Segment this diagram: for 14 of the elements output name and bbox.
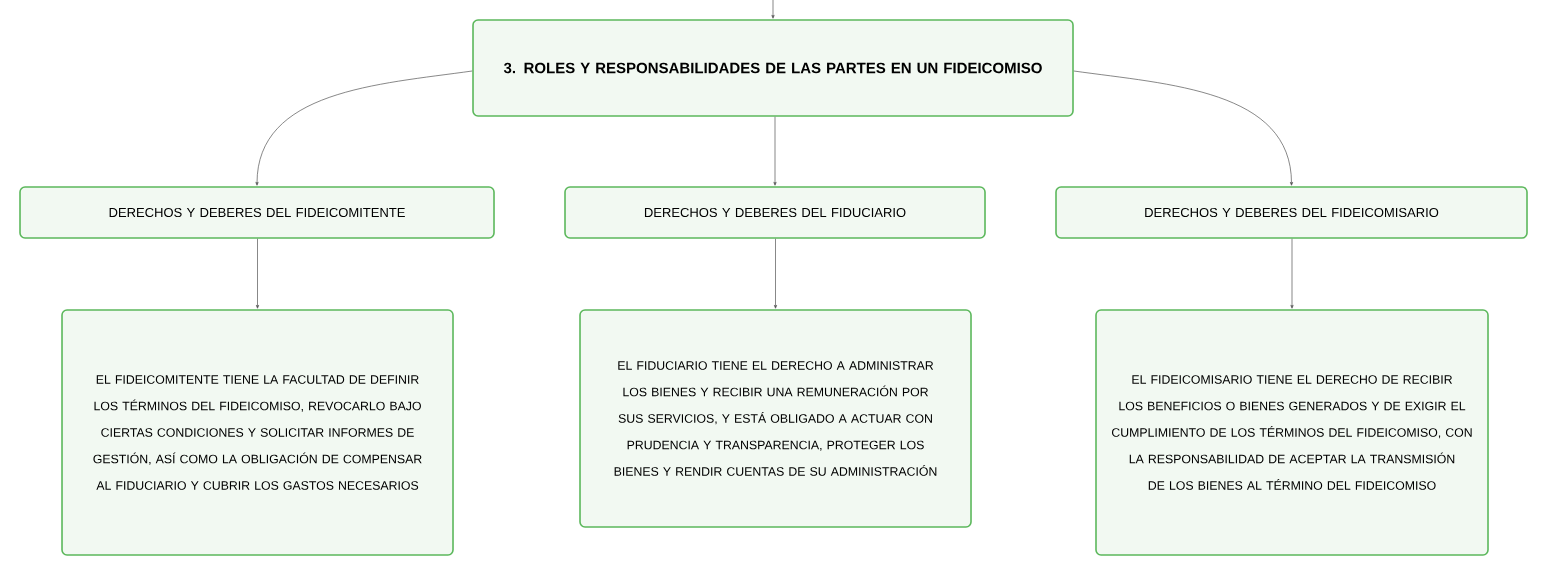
description-box: EL FIDUCIARIO TIENE EL DERECHO A ADMINISTRAR LOS BIENES Y RECIBIR UNA REMUNERACIÓN POR SUS SERVICIOS, Y ESTÁ OBLIGADO A ACTUAR CON PRUDENCIA Y TRANSPARENCIA, PROTEGER LOS BIENES Y RENDIR CUENTAS DE SU ADMINISTRACIÓN — [579, 309, 972, 528]
arrow — [771, 0, 775, 19]
arrow — [773, 116, 777, 186]
category-box: DERECHOS Y DEBERES DEL FIDEICOMISARIO — [1055, 186, 1528, 239]
arrow — [255, 70, 473, 186]
description-box: EL FIDEICOMITENTE TIENE LA FACULTAD DE DEFINIR LOS TÉRMINOS DEL FIDEICOMISO, REVOCARLO BAJO CIERTAS CONDICIONES Y SOLICITAR INFORMES DE GESTIÓN, ASÍ COMO LA OBLIGACIÓN DE COMPENSAR AL FIDUCIARIO Y CUBRIR LOS GASTOS NECESARIOS — [61, 309, 454, 556]
title-box: 3. ROLES Y RESPONSABILIDADES DE LAS PARTES EN UN FIDEICOMISO — [472, 19, 1074, 117]
description-box: EL FIDEICOMISARIO TIENE EL DERECHO DE RECIBIR LOS BENEFICIOS O BIENES GENERADOS Y DE EXIGIR EL CUMPLIMIENTO DE LOS TÉRMINOS DEL FIDEICOMISO, CON LA RESPONSABILIDAD DE ACEPTAR LA TRANSMISIÓN DE LOS BIENES AL TÉRMINO DEL FIDEICOMISO — [1095, 309, 1489, 556]
arrow — [773, 238, 778, 309]
arrow — [1073, 70, 1294, 186]
arrow — [255, 238, 260, 309]
category-box: DERECHOS Y DEBERES DEL FIDUCIARIO — [564, 186, 986, 239]
category-box: DERECHOS Y DEBERES DEL FIDEICOMITENTE — [19, 186, 495, 239]
arrow — [1290, 238, 1294, 309]
